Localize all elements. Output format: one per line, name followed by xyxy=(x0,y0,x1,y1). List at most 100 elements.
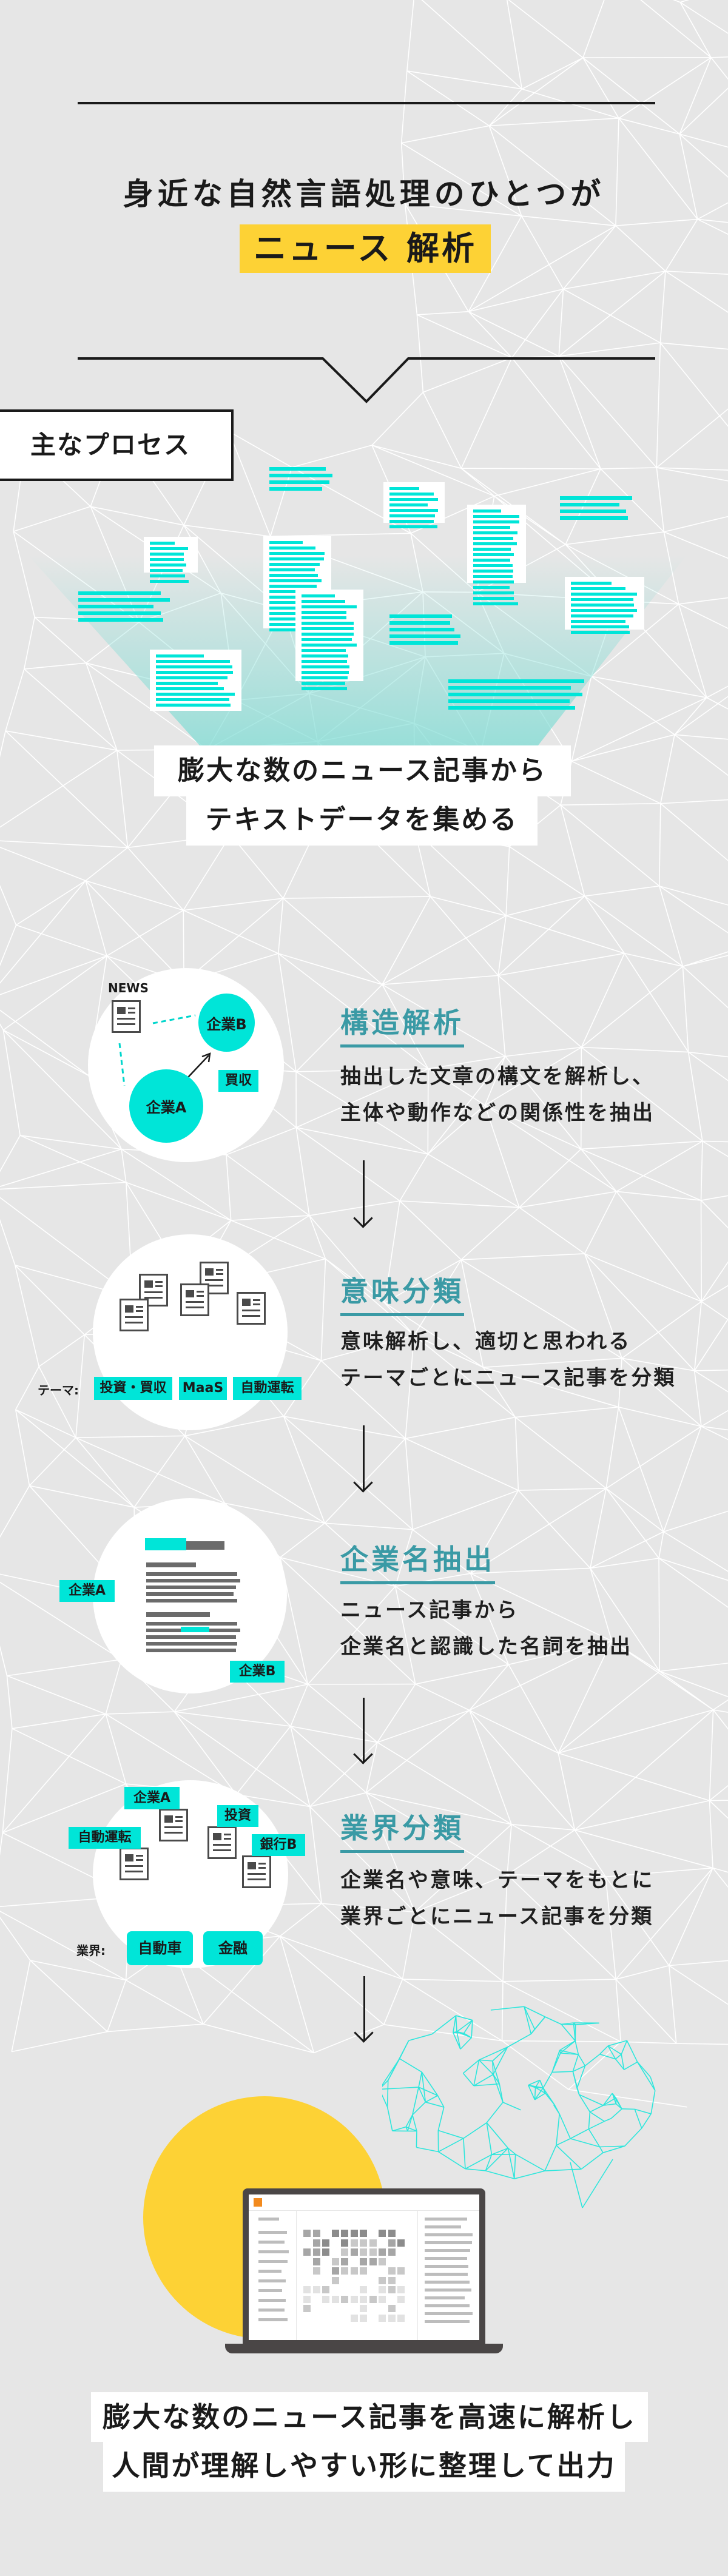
down-arrow-icon xyxy=(363,1425,365,1491)
heatmap-cell xyxy=(379,2295,386,2303)
heatmap-cell xyxy=(360,2314,367,2322)
industry-finance: 金融 xyxy=(203,1931,263,1965)
company-a-node: 企業A xyxy=(129,1069,203,1143)
desc-line: 業界ごとにニュース記事を分類 xyxy=(340,1905,654,1929)
headline-bar xyxy=(186,1541,224,1550)
heatmap-cell xyxy=(322,2248,329,2256)
title-highlight: ニュース 解析 xyxy=(240,224,491,273)
sidebar-line xyxy=(258,2309,285,2312)
page-title: 身近な自然言語処理のひとつが xyxy=(123,177,605,212)
heatmap-cell xyxy=(331,2258,339,2265)
divider xyxy=(249,2210,479,2211)
text-lines xyxy=(560,496,635,523)
heatmap-cell xyxy=(379,2230,386,2237)
speech-notch-divider xyxy=(78,357,655,403)
heatmap-cell xyxy=(350,2267,358,2275)
down-arrow-icon xyxy=(363,1698,365,1763)
step-desc-industry: 企業名や意味、テーマをもとに業界ごとにニュース記事を分類 xyxy=(340,1862,654,1935)
heatmap-cell xyxy=(350,2295,358,2303)
heatmap-cell xyxy=(379,2276,386,2284)
heatmap-cell xyxy=(360,2248,367,2256)
heatmap-cell xyxy=(341,2267,348,2275)
semantic-classification-diagram xyxy=(93,1234,288,1430)
news-document-icon xyxy=(139,1274,168,1306)
process-label: 主なプロセス xyxy=(0,409,234,481)
panel-line xyxy=(425,2218,467,2221)
heatmap-cell xyxy=(350,2230,358,2237)
headline-highlight xyxy=(145,1538,186,1550)
app-logo-icon xyxy=(254,2198,262,2207)
sidebar-line xyxy=(258,2270,281,2273)
sidebar-line xyxy=(258,2250,289,2253)
heatmap-cell xyxy=(331,2230,339,2237)
text-lines xyxy=(448,679,590,713)
heatmap-cell xyxy=(369,2295,377,2303)
company-a-tag: 企業A xyxy=(59,1580,115,1602)
heatmap-cell xyxy=(397,2295,405,2303)
collect-caption-line1: 膨大な数のニュース記事から xyxy=(154,745,571,796)
text-line xyxy=(146,1586,236,1589)
heatmap-cell xyxy=(312,2248,320,2256)
desc-line: 主体や動作などの関係性を抽出 xyxy=(340,1101,655,1125)
laptop-screen-dashboard xyxy=(249,2194,479,2340)
panel-line xyxy=(425,2296,465,2299)
heatmap-cell xyxy=(360,2305,367,2312)
laptop-base xyxy=(225,2344,503,2353)
heatmap-cell xyxy=(350,2314,358,2322)
heatmap-cell xyxy=(322,2295,329,2303)
heatmap-cell xyxy=(379,2314,386,2322)
heatmap-cell xyxy=(397,2239,405,2247)
down-arrow-icon xyxy=(363,1976,365,2041)
heatmap-cell xyxy=(312,2286,320,2293)
heatmap-cell xyxy=(397,2286,405,2293)
news-document-icon xyxy=(180,1283,209,1316)
heatmap-cell xyxy=(312,2230,320,2237)
heatmap-cell xyxy=(388,2248,396,2256)
panel-line xyxy=(425,2257,468,2260)
news-document-icon xyxy=(120,1848,149,1880)
theme-label: テーマ: xyxy=(38,1383,79,1397)
panel-line xyxy=(425,2241,473,2244)
news-document-icon xyxy=(200,1262,229,1294)
heatmap-cell xyxy=(388,2230,396,2237)
panel-line xyxy=(425,2320,470,2323)
heatmap-cell xyxy=(350,2248,358,2256)
tag-investment: 投資 xyxy=(217,1805,258,1827)
laptop-icon xyxy=(243,2188,485,2346)
theme-tag-autonomous: 自動運転 xyxy=(233,1377,302,1400)
heatmap-cell xyxy=(312,2267,320,2275)
down-arrow-icon xyxy=(363,1160,365,1226)
news-article-doc xyxy=(144,537,198,583)
heatmap-cell xyxy=(379,2286,386,2293)
heatmap-cell xyxy=(388,2239,396,2247)
heatmap-cell xyxy=(322,2239,329,2247)
heatmap-cell xyxy=(303,2286,311,2293)
news-label: NEWS xyxy=(108,981,149,995)
step-desc-company: ニュース記事から企業名と認識した名詞を抽出 xyxy=(340,1592,632,1665)
divider xyxy=(296,2210,297,2340)
panel-line xyxy=(425,2312,473,2315)
text-line xyxy=(146,1612,210,1617)
text-line xyxy=(146,1635,236,1639)
news-article-doc xyxy=(565,577,644,634)
sidebar-line xyxy=(258,2231,288,2234)
heatmap-cell xyxy=(312,2258,320,2265)
news-article-doc xyxy=(467,505,526,605)
text-line xyxy=(146,1592,234,1596)
company-b-tag: 企業B xyxy=(230,1661,285,1683)
industry-label: 業界: xyxy=(76,1943,106,1958)
output-caption-line2: 人間が理解しやすい形に整理して出力 xyxy=(103,2442,625,2492)
text-line xyxy=(146,1572,237,1576)
brain-network-icon xyxy=(382,2006,656,2208)
news-article-doc xyxy=(295,590,363,690)
heatmap-cell xyxy=(322,2286,329,2293)
heatmap-cell xyxy=(341,2295,348,2303)
panel-line xyxy=(425,2304,470,2307)
text-lines xyxy=(389,614,464,648)
heatmap-cell xyxy=(360,2239,367,2247)
text-lines xyxy=(78,591,170,625)
heatmap-cell xyxy=(303,2230,311,2237)
panel-line xyxy=(425,2233,473,2236)
text-line xyxy=(146,1599,237,1602)
news-document-icon xyxy=(237,1292,266,1325)
